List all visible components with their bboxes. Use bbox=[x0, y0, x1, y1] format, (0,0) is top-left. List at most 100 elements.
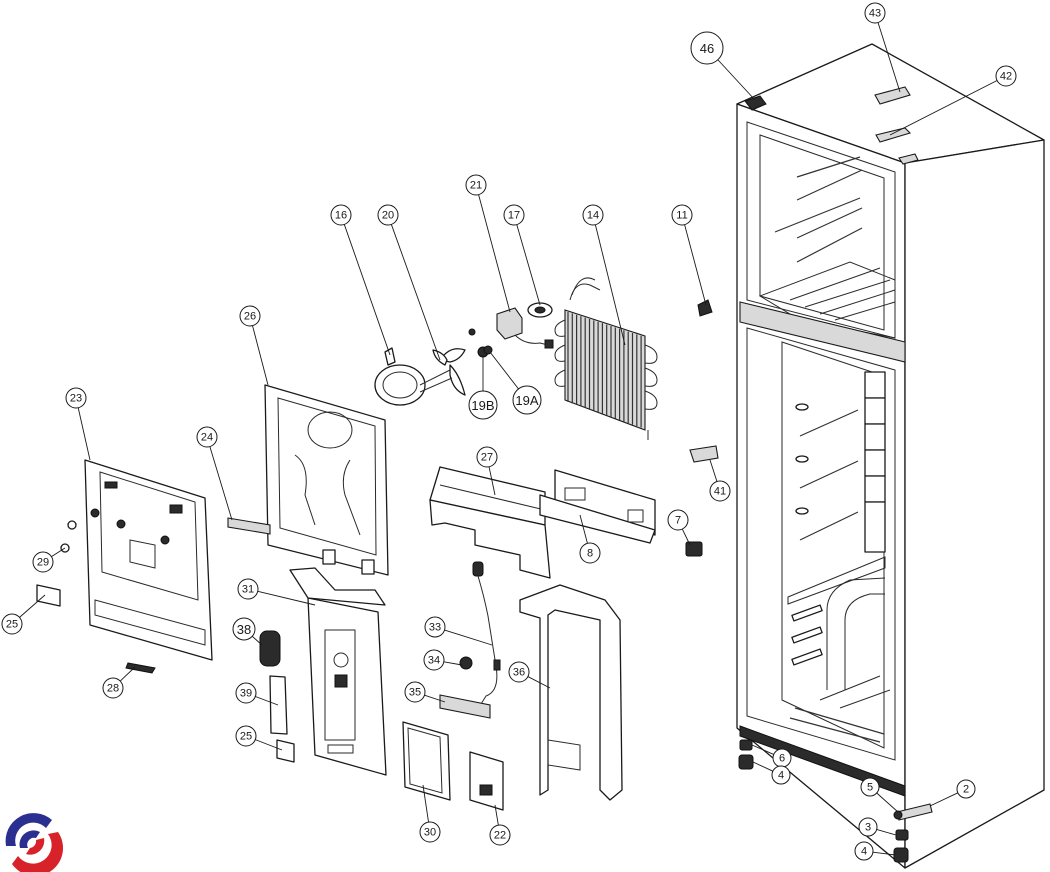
leader-line-hinge-pin bbox=[876, 792, 899, 813]
callout-number: 42 bbox=[1000, 71, 1012, 83]
callout-motor-mount: 17 bbox=[503, 204, 525, 226]
leader-line-adjustable-foot bbox=[752, 761, 774, 772]
callout-circle bbox=[860, 777, 880, 797]
callout-circle bbox=[956, 779, 976, 799]
callout-circle bbox=[864, 2, 886, 24]
leader-line-vent-grille bbox=[119, 666, 136, 682]
callout-number: 23 bbox=[70, 393, 82, 405]
wire-harness bbox=[472, 561, 501, 705]
callout-wire-harness: 33 bbox=[424, 616, 446, 638]
leader-line-evaporator bbox=[594, 224, 626, 346]
leader-line-fan-motor bbox=[478, 194, 511, 313]
callout-circle bbox=[235, 725, 257, 747]
callout-number: 4 bbox=[861, 846, 867, 858]
leader-line-fridge-air-duct bbox=[257, 590, 316, 606]
leader-line-bottom-hinge bbox=[929, 792, 959, 807]
callout-circle bbox=[404, 681, 426, 703]
callout-number: 31 bbox=[242, 584, 254, 596]
cabinet bbox=[736, 43, 1045, 869]
callout-fridge-air-duct: 31 bbox=[237, 578, 259, 600]
evaporator bbox=[554, 277, 658, 440]
callout-knob: 38 bbox=[232, 617, 256, 641]
leader-line-screw-cap bbox=[51, 547, 66, 558]
callout-circle bbox=[690, 31, 724, 65]
leader-line-adjustable-foot-2 bbox=[872, 851, 896, 856]
callout-circle bbox=[239, 305, 261, 327]
callout-circle bbox=[377, 204, 399, 226]
leader-line-motor-mount bbox=[516, 224, 541, 306]
leader-line-cabinet-top-hinge-cover-left bbox=[717, 59, 756, 101]
leader-line-air-duct-back-plate bbox=[252, 325, 269, 386]
callout-screw-cap: 29 bbox=[32, 551, 54, 573]
fan-blade bbox=[432, 348, 466, 396]
leader-line-duct-frame bbox=[527, 676, 551, 689]
base-grille bbox=[739, 725, 906, 797]
callout-number: 16 bbox=[335, 210, 347, 222]
leader-line-grommet-a bbox=[489, 351, 519, 390]
top-hinge bbox=[875, 127, 912, 143]
callout-number: 41 bbox=[714, 486, 726, 498]
vent-grille bbox=[125, 662, 156, 674]
callout-lamp-holder: 41 bbox=[709, 480, 731, 502]
air-duct-back-plate bbox=[264, 384, 389, 576]
leader-line-crisper-cover bbox=[579, 514, 588, 544]
callout-number: 14 bbox=[587, 210, 599, 222]
leader-line-cover-cap-2 bbox=[255, 739, 283, 751]
leader-line-insulation-panel bbox=[488, 466, 496, 496]
crisper-cover bbox=[539, 469, 656, 544]
callout-number: 6 bbox=[779, 753, 785, 765]
top-hinge-cover bbox=[874, 86, 911, 105]
callout-number: 43 bbox=[869, 8, 881, 20]
callout-top-hinge-cover: 43 bbox=[864, 2, 886, 24]
foot-left bbox=[738, 739, 754, 770]
callout-circle bbox=[671, 204, 693, 226]
callout-cabinet-top-hinge-cover-left: 46 bbox=[690, 31, 724, 65]
callout-number: 28 bbox=[107, 683, 119, 695]
callout-circle bbox=[508, 661, 530, 683]
callout-circle bbox=[196, 426, 218, 448]
callout-number: 33 bbox=[429, 622, 441, 634]
callout-number: 5 bbox=[867, 782, 873, 794]
cover-cap bbox=[36, 584, 61, 607]
callout-adjustable-foot: 4 bbox=[771, 765, 791, 785]
callout-circle bbox=[330, 204, 352, 226]
callout-cover-cap: 25 bbox=[1, 613, 23, 635]
callout-number: 39 bbox=[240, 688, 252, 700]
callout-insulation-panel: 27 bbox=[476, 446, 498, 468]
callout-circle bbox=[854, 841, 874, 861]
callout-circle bbox=[579, 542, 601, 564]
callout-circle bbox=[476, 446, 498, 468]
callout-number: 7 bbox=[675, 515, 681, 527]
callout-number: 2 bbox=[963, 784, 969, 796]
callout-fan-blade: 20 bbox=[377, 204, 399, 226]
leader-line-connector bbox=[681, 528, 691, 546]
cabinet-side bbox=[904, 139, 1045, 869]
callout-circle bbox=[667, 509, 689, 531]
leader-line-wire-harness bbox=[444, 629, 493, 646]
callout-circle bbox=[1, 613, 23, 635]
foot-right bbox=[893, 829, 909, 863]
knob bbox=[259, 630, 281, 667]
callout-grommet-b: 19B bbox=[468, 390, 498, 420]
motor-mount bbox=[527, 302, 553, 318]
lamp-switch bbox=[439, 694, 491, 719]
callout-circle bbox=[771, 765, 791, 785]
cover-cap-2 bbox=[276, 739, 295, 763]
lamp-holder bbox=[689, 445, 719, 463]
fridge-opening bbox=[746, 327, 896, 761]
callout-number: 27 bbox=[481, 452, 493, 464]
callout-circle bbox=[465, 174, 487, 196]
callout-adjustable-foot-2: 4 bbox=[854, 841, 874, 861]
callout-label-plate: 39 bbox=[235, 682, 257, 704]
leader-line-label-plate bbox=[255, 696, 279, 706]
callout-bottom-hinge: 2 bbox=[956, 779, 976, 799]
leader-line-fan-blade bbox=[390, 224, 441, 361]
label-plate bbox=[269, 675, 288, 735]
callout-number: 20 bbox=[382, 210, 394, 222]
callout-number: 30 bbox=[424, 827, 436, 839]
callout-circle bbox=[582, 204, 604, 226]
callout-number: 19A bbox=[515, 393, 538, 408]
callout-number: 21 bbox=[470, 180, 482, 192]
